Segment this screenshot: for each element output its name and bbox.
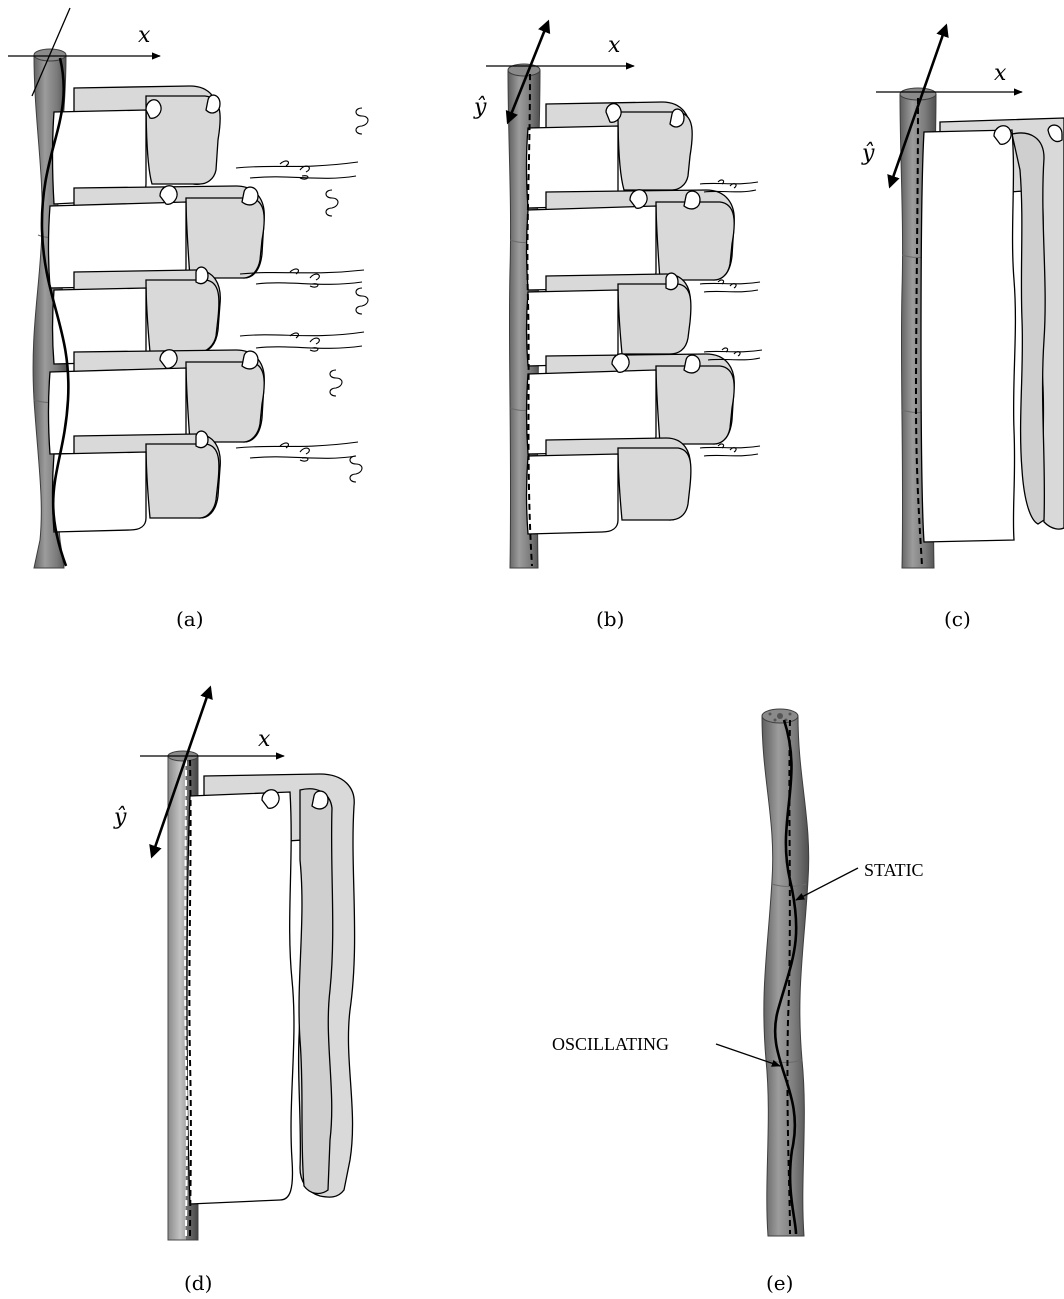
sheet-c [921,118,1064,542]
panel-b: x ŷ (b) [473,22,762,631]
caption-b: (b) [596,607,624,631]
rod-e [762,716,809,1236]
caption-c: (c) [944,607,971,631]
x-label-b: x [608,33,621,58]
panel-a: x (a) [8,8,368,631]
sheet-stack-b [527,102,735,534]
caption-a: (a) [176,607,204,631]
panel-d: x ŷ (d) [113,688,355,1295]
x-label-d: x [258,727,271,752]
panel-e: STATIC OSCILLATING (e) [552,709,924,1295]
panel-c: x ŷ (c) [861,26,1064,631]
x-label-a: x [138,23,151,48]
x-label-c: x [994,61,1007,86]
y-label-c: ŷ [861,141,875,166]
oscillating-label: OSCILLATING [552,1034,669,1054]
caption-e: (e) [766,1271,793,1295]
sheet-stack-a [49,86,265,532]
y-label-d: ŷ [113,805,127,830]
sheet-d [187,774,355,1204]
static-label: STATIC [864,860,924,880]
y-label-b: ŷ [473,95,487,120]
caption-d: (d) [184,1271,212,1295]
